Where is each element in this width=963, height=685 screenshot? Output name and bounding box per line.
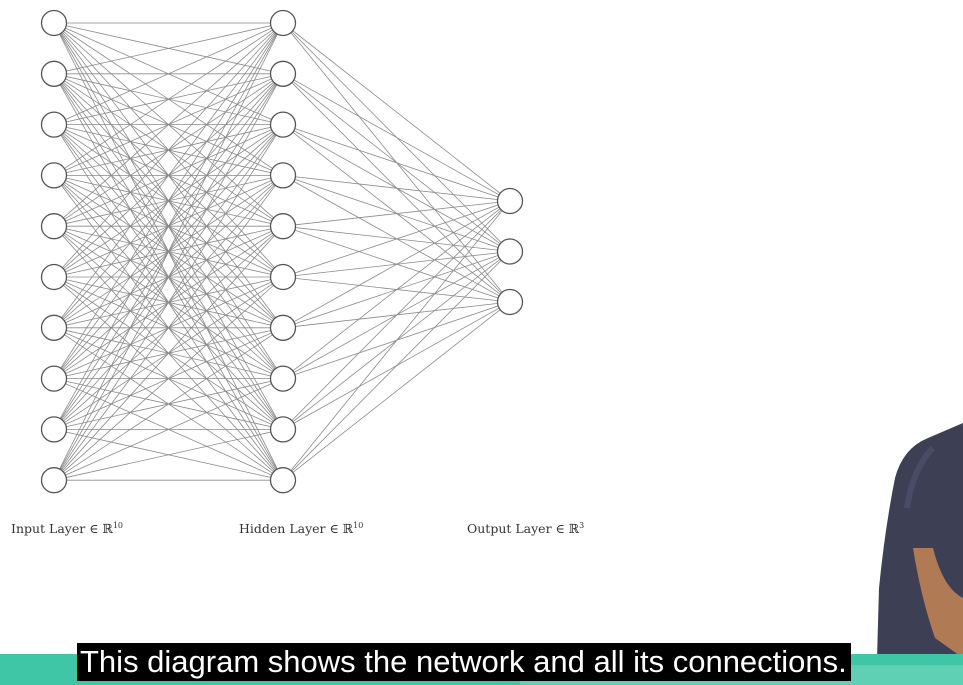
edge-l1-1-0 <box>282 73 511 202</box>
hidden-layer-dim: 10 <box>353 521 364 530</box>
hidden-neuron-2 <box>269 60 297 87</box>
edge-l0-9-1 <box>53 73 284 481</box>
hidden-layer-label: Hidden Layer ∈ ℝ10 <box>239 521 363 536</box>
input-neuron-2 <box>40 60 68 87</box>
edge-l1-2-0 <box>282 124 511 202</box>
input-neuron-10 <box>40 467 68 494</box>
input-neuron-9 <box>40 416 68 443</box>
hidden-neuron-8 <box>269 365 297 392</box>
connection-edges <box>53 22 511 481</box>
subtitle-caption: This diagram shows the network and all i… <box>77 643 851 681</box>
hidden-neuron-3 <box>269 111 297 138</box>
input-layer-label: Input Layer ∈ ℝ10 <box>11 521 123 536</box>
output-neuron-1 <box>496 187 524 215</box>
hidden-neuron-6 <box>269 263 297 291</box>
output-layer-label: Output Layer ∈ ℝ3 <box>467 521 584 536</box>
edge-l1-6-0 <box>282 200 511 329</box>
edge-l1-3-0 <box>282 175 511 202</box>
edge-l0-9-4 <box>53 225 284 481</box>
input-layer-symbol: ∈ ℝ <box>89 521 113 536</box>
edge-l0-9-3 <box>53 175 284 481</box>
output-neuron-3 <box>496 288 524 316</box>
edge-l0-9-0 <box>53 22 284 481</box>
edge-l0-8-0 <box>53 22 284 430</box>
input-neuron-4 <box>40 162 68 189</box>
edge-l0-4-0 <box>53 22 284 227</box>
edge-l0-7-0 <box>53 22 284 379</box>
edge-l0-9-2 <box>53 124 284 481</box>
edge-l0-9-7 <box>53 378 284 481</box>
edge-l0-9-6 <box>53 327 284 481</box>
edge-l0-5-0 <box>53 22 284 278</box>
edge-l1-9-1 <box>282 251 511 481</box>
edge-l0-9-5 <box>53 276 284 481</box>
edge-l1-7-0 <box>282 200 511 379</box>
input-layer-dim: 10 <box>112 521 124 530</box>
hidden-neuron-10 <box>269 467 297 494</box>
edge-l0-1-0 <box>53 22 284 75</box>
presenter-shoulder-highlight <box>904 445 936 509</box>
output-layer-symbol: ∈ ℝ <box>555 521 580 536</box>
input-neuron-5 <box>40 213 68 240</box>
edge-l1-4-0 <box>282 200 511 227</box>
input-neuron-6 <box>40 263 68 291</box>
hidden-neuron-1 <box>269 9 297 37</box>
output-layer-name: Output Layer <box>467 521 552 536</box>
edge-l0-9-8 <box>53 429 284 481</box>
edge-l1-9-0 <box>282 200 511 481</box>
input-neuron-1 <box>40 9 68 37</box>
edge-l1-5-0 <box>282 200 511 278</box>
neuron-nodes <box>40 9 524 494</box>
edge-l0-2-0 <box>53 22 284 125</box>
hidden-neuron-7 <box>269 314 297 341</box>
output-layer-dim: 3 <box>579 521 585 530</box>
edge-l1-8-0 <box>282 200 511 430</box>
edge-l0-3-0 <box>53 22 284 176</box>
hidden-neuron-5 <box>269 213 297 240</box>
edge-l0-6-0 <box>53 22 284 329</box>
edge-l1-0-0 <box>282 22 511 202</box>
edge-l1-9-2 <box>282 301 511 481</box>
input-neuron-7 <box>40 314 68 341</box>
input-layer-name: Input Layer <box>11 521 86 536</box>
presenter-arm <box>913 548 963 658</box>
output-neuron-2 <box>496 238 524 265</box>
presenter-image <box>877 423 963 658</box>
input-neuron-3 <box>40 111 68 138</box>
hidden-neuron-4 <box>269 162 297 189</box>
hidden-layer-symbol: ∈ ℝ <box>329 521 354 536</box>
hidden-layer-name: Hidden Layer <box>239 521 326 536</box>
input-neuron-8 <box>40 365 68 392</box>
hidden-neuron-9 <box>269 416 297 443</box>
